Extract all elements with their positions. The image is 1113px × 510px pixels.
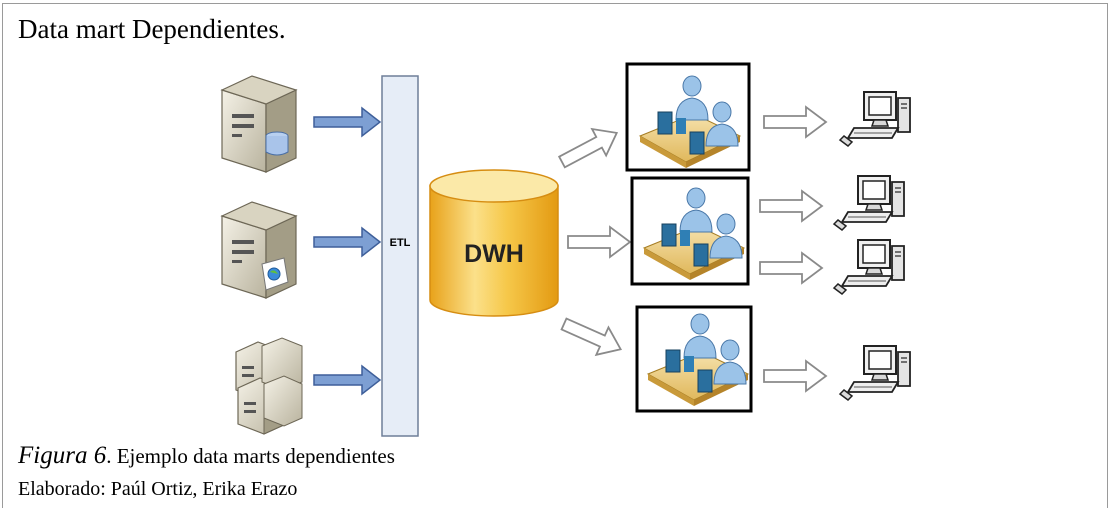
figure-frame xyxy=(2,3,1108,508)
figure-credit: Elaborado: Paúl Ortiz, Erika Erazo xyxy=(18,478,298,500)
client-arrow xyxy=(763,360,827,392)
client-arrow xyxy=(759,252,823,284)
dwh-cylinder: DWH xyxy=(429,169,559,317)
data-mart-box xyxy=(635,305,753,413)
server-database-icon xyxy=(220,75,298,173)
desktop-computer-icon xyxy=(833,175,905,231)
dwh-arrow xyxy=(567,226,631,258)
client-arrow xyxy=(759,190,823,222)
figure-caption: Figura 6. Ejemplo data marts dependiente… xyxy=(18,442,395,470)
etl-label: ETL xyxy=(390,237,411,249)
server-cluster-icon xyxy=(235,337,303,435)
desktop-computer-icon xyxy=(833,239,905,295)
dwh-label: DWH xyxy=(464,240,524,268)
client-arrow xyxy=(763,106,827,138)
data-mart-box xyxy=(630,176,750,286)
figure-caption-text: . Ejemplo data marts dependientes xyxy=(106,444,395,468)
figure-heading: Data mart Dependientes. xyxy=(18,14,286,44)
source-arrow xyxy=(313,107,381,137)
etl-bar: ETL xyxy=(381,75,419,437)
source-arrow xyxy=(313,227,381,257)
desktop-computer-icon xyxy=(839,91,911,147)
desktop-computer-icon xyxy=(839,345,911,401)
figure-label: Figura 6 xyxy=(18,442,107,469)
data-mart-box xyxy=(625,62,751,172)
server-web-icon xyxy=(220,201,298,299)
dwh-arrow xyxy=(554,118,625,177)
source-arrow xyxy=(313,365,381,395)
dwh-arrow xyxy=(556,309,628,364)
data-mart-diagram: ETL DWH xyxy=(220,62,911,437)
